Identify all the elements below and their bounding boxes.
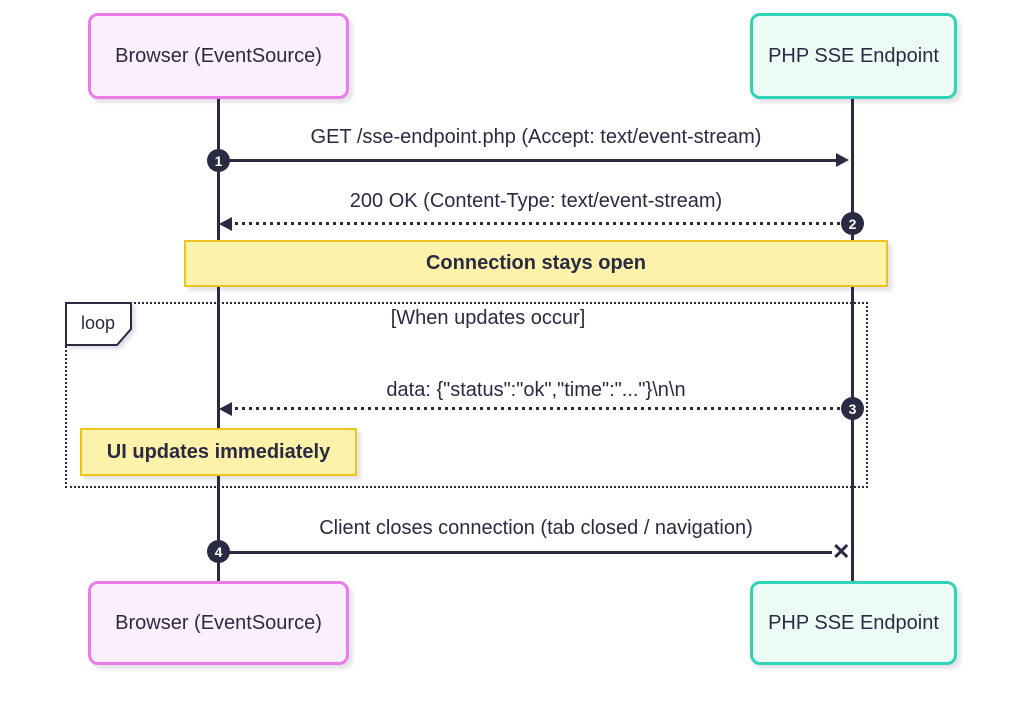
note-connection-open: Connection stays open <box>184 240 888 287</box>
actor-client-label: Browser (EventSource) <box>115 44 322 67</box>
message-1-label: GET /sse-endpoint.php (Accept: text/even… <box>310 126 762 148</box>
message-3-line <box>228 407 852 410</box>
message-4-line <box>220 551 832 554</box>
lifeline-server <box>851 99 854 583</box>
sequence-number-badge: 4 <box>207 540 230 563</box>
message-2-label: 200 OK (Content-Type: text/event-stream) <box>349 190 723 212</box>
message-2-line <box>228 222 852 225</box>
loop-label-box: loop <box>65 302 133 352</box>
arrowhead-left-icon <box>219 217 232 231</box>
actor-server-label: PHP SSE Endpoint <box>768 44 939 67</box>
sequence-number-badge: 2 <box>841 212 864 235</box>
actor-server-top: PHP SSE Endpoint <box>750 13 957 99</box>
lifeline-client <box>217 99 220 583</box>
actor-client-label: Browser (EventSource) <box>115 611 322 634</box>
sequence-number-badge: 1 <box>207 149 230 172</box>
message-1-line <box>220 159 838 162</box>
note-ui-updates: UI updates immediately <box>80 428 357 476</box>
loop-label: loop <box>80 312 116 333</box>
loop-condition: [When updates occur] <box>390 307 586 329</box>
sequence-number-badge: 3 <box>841 397 864 420</box>
loop-label-shape <box>65 302 132 346</box>
termination-x-icon: ✕ <box>832 539 851 564</box>
arrowhead-right-icon <box>836 153 849 167</box>
actor-server-bottom: PHP SSE Endpoint <box>750 581 957 665</box>
actor-server-label: PHP SSE Endpoint <box>768 611 939 634</box>
message-3-label: data: {"status":"ok","time":"..."}\n\n <box>386 379 686 401</box>
arrowhead-left-icon <box>219 402 232 416</box>
actor-client-bottom: Browser (EventSource) <box>88 581 349 665</box>
actor-client-top: Browser (EventSource) <box>88 13 349 99</box>
loop-frame <box>65 302 868 488</box>
message-4-label: Client closes connection (tab closed / n… <box>319 517 753 539</box>
